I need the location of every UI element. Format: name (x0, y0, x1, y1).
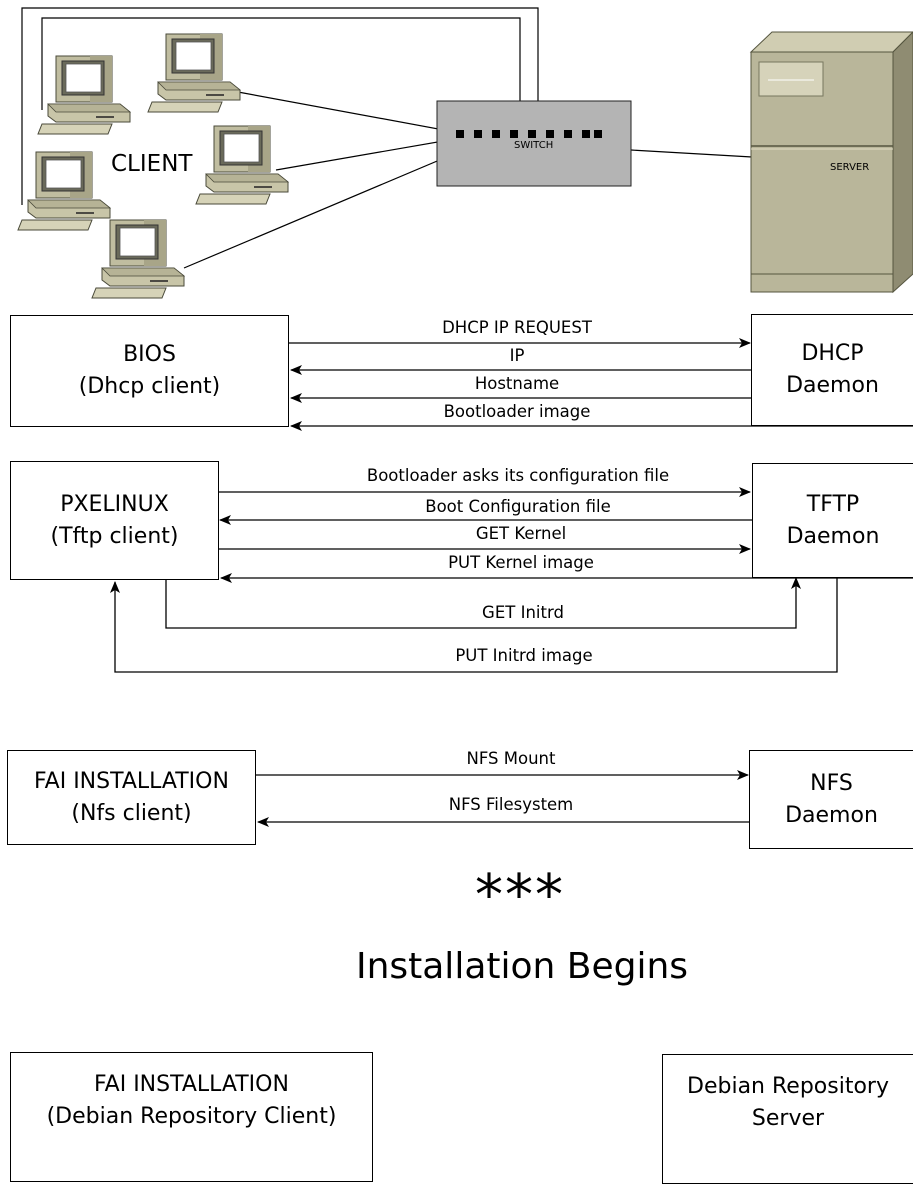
box-title: Debian Repository (687, 1074, 889, 1099)
computer-icon (37, 55, 131, 135)
bios-dhcp-client-box: BIOS (Dhcp client) (10, 315, 289, 427)
box-title: BIOS (123, 342, 176, 367)
box-title: TFTP (806, 491, 860, 517)
box-subtitle: (Nfs client) (71, 800, 192, 826)
debian-repository-server-box: Debian Repository Server (662, 1054, 913, 1184)
separator-stars: *** (475, 863, 565, 928)
nfs-arrows (256, 770, 750, 827)
network-cables (21, 7, 753, 269)
fai-nfs-client-box: FAI INSTALLATION (Nfs client) (7, 750, 256, 845)
box-title: FAI INSTALLATION (94, 1072, 289, 1097)
box-title: PXELINUX (60, 491, 169, 517)
dhcp-arrows (289, 338, 913, 431)
message-label: Bootloader image (443, 402, 591, 421)
box-subtitle: Daemon (786, 523, 880, 549)
computer-icon (17, 151, 111, 231)
message-label: Bootloader asks its configuration file (366, 466, 670, 485)
computer-icon (147, 33, 241, 113)
installation-begins-title: Installation Begins (355, 946, 689, 987)
fai-debian-repository-client-box: FAI INSTALLATION (Debian Repository Clie… (10, 1052, 373, 1182)
computer-icon (91, 219, 185, 299)
message-label: NFS Mount (466, 749, 556, 768)
pxelinux-tftp-client-box: PXELINUX (Tftp client) (10, 461, 219, 580)
message-label: Hostname (474, 374, 560, 393)
pxe-boot-diagram: CLIENT SWITCH SERVER BIOS (Dhcp client) … (7, 7, 913, 1184)
message-label: Boot Configuration file (425, 497, 611, 516)
message-label: PUT Kernel image (448, 553, 594, 572)
box-subtitle: Daemon (785, 802, 878, 828)
server-icon (749, 31, 913, 294)
server-label: SERVER (830, 162, 870, 173)
box-title: DHCP (801, 341, 864, 366)
box-subtitle: (Tftp client) (50, 523, 179, 549)
box-title: FAI INSTALLATION (34, 768, 229, 794)
computer-icon (195, 125, 289, 205)
tftp-daemon-box: TFTP Daemon (752, 463, 913, 578)
switch-label: SWITCH (514, 140, 554, 151)
nfs-daemon-box: NFS Daemon (749, 750, 913, 849)
box-subtitle: Server (751, 1106, 825, 1131)
client-label: CLIENT (111, 151, 193, 177)
message-label: GET Kernel (475, 524, 567, 543)
dhcp-daemon-box: DHCP Daemon (751, 314, 913, 426)
message-label: IP (509, 346, 525, 365)
message-label: GET Initrd (482, 603, 564, 622)
box-title: NFS (810, 770, 853, 796)
network-switch-icon (436, 100, 632, 187)
message-label: PUT Initrd image (455, 646, 593, 665)
box-subtitle: Daemon (786, 373, 879, 398)
message-label: DHCP IP REQUEST (442, 318, 592, 337)
diagram-lines (17, 7, 913, 827)
box-subtitle: (Debian Repository Client) (46, 1104, 337, 1129)
tftp-arrows (110, 487, 913, 673)
message-label: NFS Filesystem (448, 795, 574, 814)
box-subtitle: (Dhcp client) (78, 374, 221, 399)
